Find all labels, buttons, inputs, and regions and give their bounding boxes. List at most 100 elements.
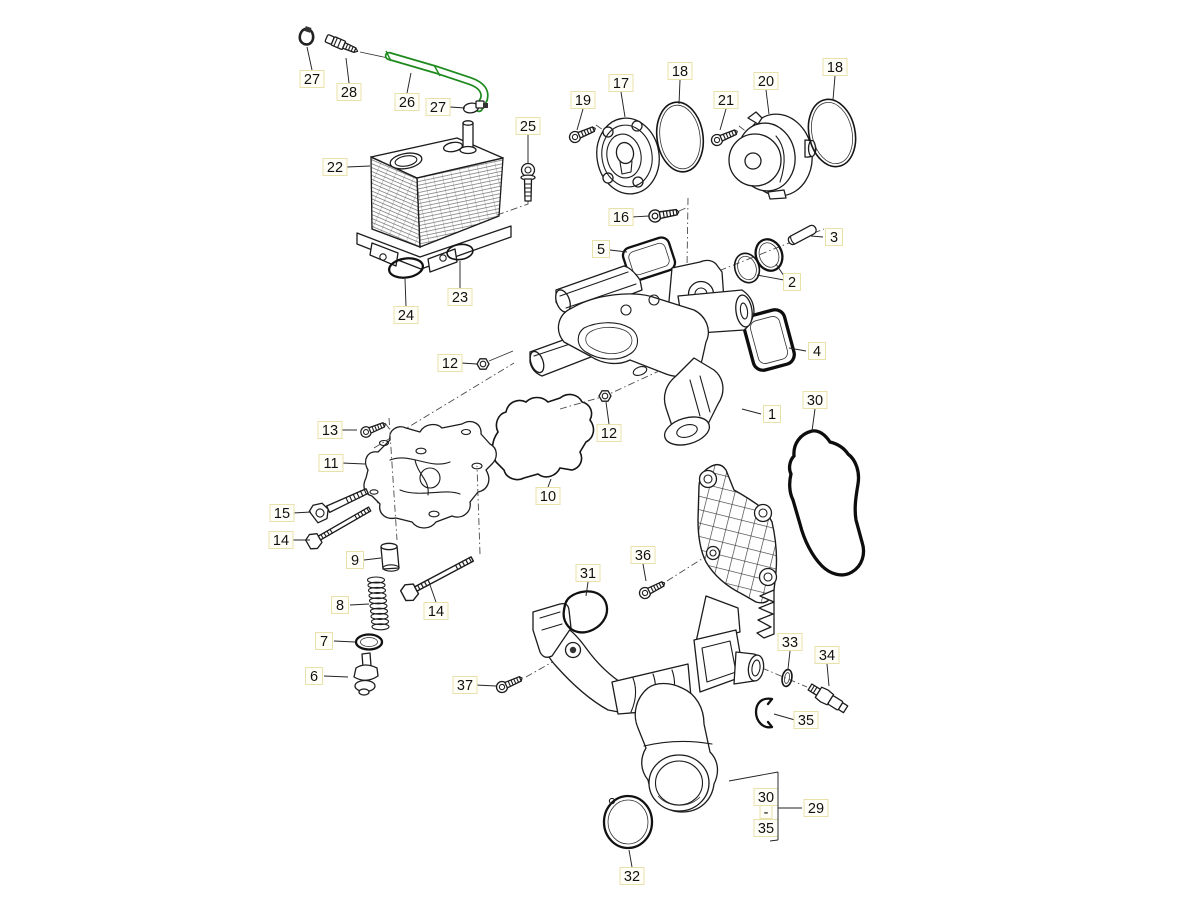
callout-4: 4	[788, 342, 826, 360]
oil-cooler-22	[356, 120, 512, 273]
vacuum-pump-cover-17	[596, 117, 660, 195]
callout-35: 35	[773, 711, 819, 729]
callout-31: 31	[575, 564, 601, 597]
svg-text:26: 26	[399, 95, 415, 111]
retaining-clip-35	[754, 697, 774, 729]
callout-6: 6	[305, 667, 349, 685]
svg-text:22: 22	[327, 160, 343, 176]
svg-text:25: 25	[520, 119, 536, 135]
o-ring-32	[602, 794, 654, 850]
svg-text:14: 14	[428, 604, 444, 620]
callout--: -	[759, 805, 773, 821]
callout-9: 9	[346, 551, 382, 569]
o-ring-24	[387, 257, 425, 279]
callout-13: 13	[317, 421, 357, 439]
svg-text:8: 8	[336, 598, 344, 614]
svg-text:35: 35	[798, 713, 814, 729]
oil-pump-bracket-housing-1	[529, 259, 755, 446]
callout-1: 1	[741, 405, 781, 423]
svg-text:23: 23	[452, 290, 468, 306]
svg-text:20: 20	[758, 74, 774, 90]
svg-text:6: 6	[310, 669, 318, 685]
relief-piston-9	[380, 542, 400, 572]
svg-text:17: 17	[613, 76, 629, 92]
svg-text:31: 31	[580, 566, 596, 582]
bolt-19	[567, 122, 599, 145]
svg-text:14: 14	[273, 533, 289, 549]
svg-text:37: 37	[457, 678, 473, 694]
callout-14: 14	[423, 584, 449, 620]
svg-text:9: 9	[351, 553, 359, 569]
svg-text:30: 30	[758, 790, 774, 806]
svg-text:30: 30	[807, 393, 823, 409]
callout-28: 28	[336, 57, 362, 101]
bolt-36	[636, 577, 668, 602]
bolt-15	[308, 488, 369, 524]
svg-text:27: 27	[304, 72, 320, 88]
oil-temp-sensor-28	[324, 34, 359, 54]
svg-text:13: 13	[322, 423, 338, 439]
svg-text:10: 10	[540, 489, 556, 505]
svg-text:7: 7	[320, 634, 328, 650]
svg-text:36: 36	[635, 548, 651, 564]
bolt-25	[520, 162, 536, 202]
vacuum-pump-20	[728, 111, 817, 200]
callout-35: 35	[753, 819, 779, 837]
callout-37: 37	[452, 676, 497, 694]
svg-text:19: 19	[575, 93, 591, 109]
svg-text:29: 29	[808, 801, 824, 817]
bolt-16	[647, 205, 681, 224]
svg-text:4: 4	[813, 344, 821, 360]
callout-12: 12	[437, 354, 478, 372]
callout-22: 22	[322, 158, 371, 176]
dowel-pin-3	[787, 224, 817, 246]
callout-2: 2	[756, 263, 801, 291]
svg-text:24: 24	[398, 308, 414, 324]
callout-18: 18	[667, 62, 693, 105]
svg-text:15: 15	[274, 506, 290, 522]
svg-text:27: 27	[430, 100, 446, 116]
callout-17: 17	[608, 74, 634, 118]
svg-text:-: -	[764, 805, 769, 821]
oil-hose-26-highlighted	[384, 50, 489, 113]
callout-30: 30	[753, 788, 779, 806]
hose-clamp-27-right	[462, 100, 488, 114]
callout-18: 18	[822, 58, 848, 101]
gasket-30	[787, 429, 866, 577]
callout-5: 5	[592, 240, 628, 258]
nut-12-left	[476, 358, 490, 370]
svg-text:33: 33	[782, 635, 798, 651]
callout-12: 12	[596, 401, 622, 442]
callout-23: 23	[447, 261, 473, 306]
callout-20: 20	[753, 72, 779, 115]
svg-text:12: 12	[442, 356, 458, 372]
svg-text:11: 11	[323, 456, 338, 472]
callout-36: 36	[630, 546, 656, 582]
callout-30: 30	[802, 391, 828, 432]
svg-text:12: 12	[601, 426, 617, 442]
callout-26: 26	[394, 72, 420, 111]
svg-text:21: 21	[718, 93, 734, 109]
nut-12-right	[598, 390, 612, 402]
callout-33: 33	[777, 633, 803, 670]
coolant-sensor-34	[807, 683, 849, 714]
callout-3: 3	[810, 228, 843, 246]
svg-text:3: 3	[830, 230, 838, 246]
relief-plug-6	[353, 652, 379, 696]
callout-34: 34	[814, 646, 840, 687]
o-ring-18-right	[807, 98, 857, 168]
bolt-13	[358, 418, 388, 440]
relief-spring-8	[366, 576, 390, 631]
svg-text:5: 5	[597, 242, 605, 258]
callout-8: 8	[331, 596, 370, 614]
gasket-31	[562, 590, 609, 634]
o-ring-33	[781, 668, 793, 688]
o-ring-18-left	[655, 101, 705, 173]
callout-19: 19	[570, 91, 596, 131]
svg-text:34: 34	[819, 648, 835, 664]
svg-text:18: 18	[827, 60, 843, 76]
callout-27: 27	[425, 98, 466, 116]
water-pipe-assembly	[532, 463, 778, 813]
callout-32: 32	[619, 849, 645, 885]
